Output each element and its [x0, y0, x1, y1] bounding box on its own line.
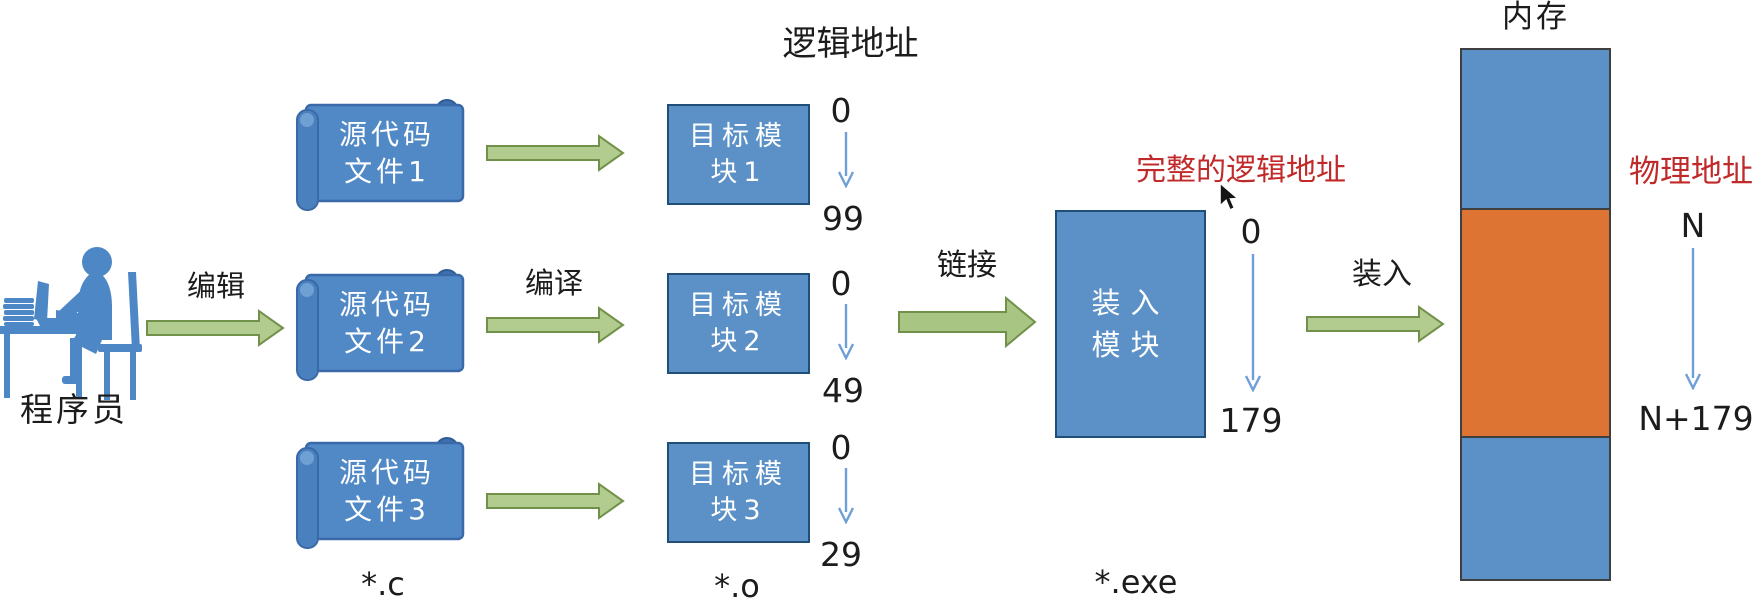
source-file3-scroll-icon — [296, 437, 465, 549]
module1-end-address: 99 — [822, 199, 864, 238]
mouse-cursor-icon — [1219, 182, 1241, 212]
module2-range-arrow-icon — [837, 304, 855, 360]
memory-end-address: N+179 — [1638, 399, 1754, 438]
load-module-box: 装入 模块 — [1055, 210, 1206, 438]
source-file1-label: 源代码 文件1 — [338, 118, 435, 188]
load-arrow-label: 装入 — [1352, 257, 1412, 292]
edit-arrow-icon — [146, 309, 285, 347]
complete-logical-address-title: 完整的逻辑地址 — [1136, 153, 1346, 188]
load-arrow-icon — [1306, 305, 1445, 343]
load-module-start-address: 0 — [1240, 212, 1262, 251]
load-module-range-arrow-icon — [1244, 254, 1262, 392]
programmer-icon — [0, 247, 142, 400]
object-module2-box: 目标模 块2 — [667, 273, 810, 374]
memory-start-address: N — [1680, 206, 1706, 245]
memory-free-segment-top — [1462, 50, 1609, 208]
module1-start-address: 0 — [830, 91, 852, 130]
compile-arrow-icon — [486, 306, 625, 344]
link-arrow-label: 链接 — [937, 248, 997, 283]
source-ext-label: *.c — [361, 565, 405, 600]
object-module1-box: 目标模 块1 — [667, 104, 810, 205]
compile-arrow-source3-icon — [486, 482, 625, 520]
source-file2-label: 源代码 文件2 — [338, 288, 435, 358]
source-file2-scroll-icon — [296, 269, 465, 381]
physical-address-title: 物理地址 — [1629, 154, 1753, 190]
module3-range-arrow-icon — [837, 468, 855, 524]
edit-arrow-label: 编辑 — [186, 269, 245, 303]
module3-start-address: 0 — [830, 428, 852, 467]
exe-ext-label: *.exe — [1094, 563, 1178, 600]
memory-free-segment-bottom — [1462, 438, 1609, 579]
programmer-label: 程序员 — [20, 390, 128, 429]
module1-range-arrow-icon — [837, 132, 855, 188]
module2-start-address: 0 — [830, 264, 852, 303]
source-file1-scroll-icon — [296, 99, 465, 211]
memory-loaded-program-segment — [1462, 208, 1609, 438]
compile-arrow-source1-icon — [486, 134, 625, 172]
module3-end-address: 29 — [820, 535, 862, 574]
logical-address-title: 逻辑地址 — [782, 24, 919, 64]
link-arrow-icon — [898, 296, 1037, 348]
load-module-end-address: 179 — [1219, 401, 1283, 440]
compile-arrow-label: 编译 — [524, 266, 583, 300]
memory-title: 内存 — [1502, 0, 1570, 35]
module-ext-label: *.o — [714, 567, 760, 600]
object-module3-box: 目标模 块3 — [667, 442, 810, 543]
module2-end-address: 49 — [822, 371, 864, 410]
source-file3-label: 源代码 文件3 — [338, 456, 435, 526]
memory-range-arrow-icon — [1684, 248, 1702, 390]
memory-column — [1460, 48, 1611, 581]
